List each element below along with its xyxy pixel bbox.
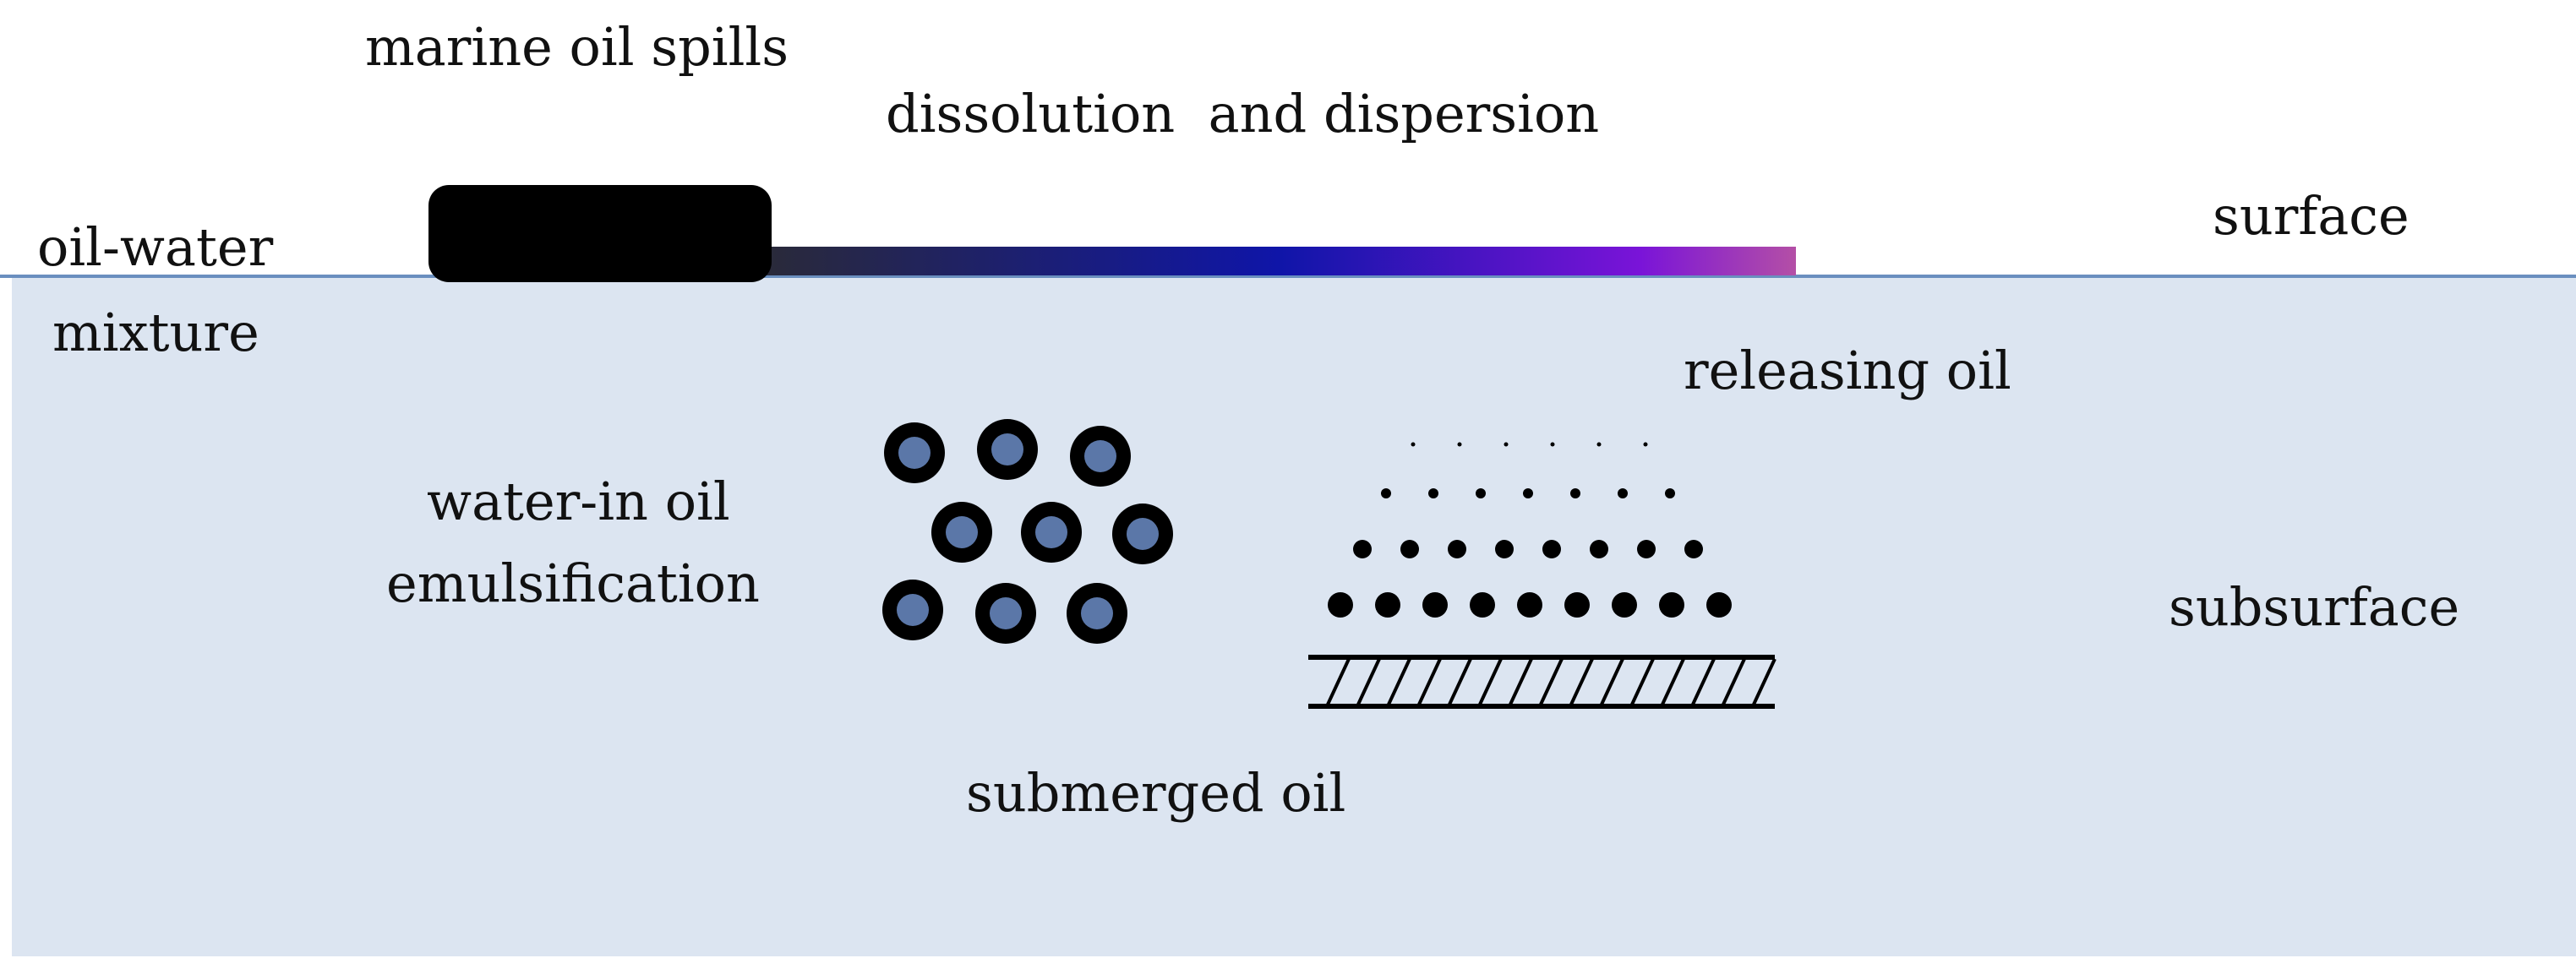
releasing-oil-dot bbox=[1353, 540, 1372, 558]
releasing-oil-dot bbox=[1665, 488, 1675, 498]
releasing-oil-dot bbox=[1523, 488, 1533, 498]
seabed-hatch-mark bbox=[1721, 658, 1746, 707]
label-surface: surface bbox=[2213, 185, 2410, 247]
seabed-hatch-mark bbox=[1599, 658, 1624, 707]
label-water-in-oil: water-in oil bbox=[427, 471, 730, 532]
seabed-hatch-mark bbox=[1356, 658, 1381, 707]
releasing-oil-dot bbox=[1428, 488, 1438, 498]
releasing-oil-dot bbox=[1381, 488, 1391, 498]
emulsion-droplet-core bbox=[1127, 518, 1159, 550]
releasing-oil-dot bbox=[1659, 592, 1684, 618]
water-body bbox=[12, 275, 2576, 956]
releasing-oil-dot bbox=[1448, 540, 1466, 558]
releasing-oil-dot bbox=[1643, 442, 1648, 447]
releasing-oil-dot bbox=[1400, 540, 1419, 558]
releasing-oil-dot bbox=[1706, 592, 1732, 618]
releasing-oil-dot bbox=[1422, 592, 1448, 618]
releasing-oil-dot bbox=[1618, 488, 1628, 498]
label-releasing-oil: releasing oil bbox=[1684, 340, 2011, 401]
releasing-oil-dot bbox=[1684, 540, 1703, 558]
seabed-hatch-mark bbox=[1538, 658, 1564, 707]
releasing-oil-dot bbox=[1596, 442, 1602, 447]
releasing-oil-dot bbox=[1570, 488, 1580, 498]
releasing-oil-dot bbox=[1328, 592, 1353, 618]
label-oil-water: oil-water bbox=[37, 216, 274, 278]
seabed-hatch-mark bbox=[1325, 658, 1351, 707]
seabed-hatch-mark bbox=[1416, 658, 1442, 707]
emulsion-droplet-core bbox=[1081, 597, 1113, 629]
releasing-oil-dot bbox=[1457, 442, 1462, 447]
releasing-oil-dot bbox=[1495, 540, 1514, 558]
seabed-hatch-mark bbox=[1508, 658, 1533, 707]
seabed-hatch-mark bbox=[1477, 658, 1503, 707]
emulsion-droplet-core bbox=[898, 437, 931, 469]
releasing-oil-dots bbox=[1328, 442, 1732, 618]
releasing-oil-dot bbox=[1550, 442, 1555, 447]
label-subsurface: subsurface bbox=[2169, 576, 2459, 638]
emulsion-droplet-core bbox=[1035, 516, 1067, 548]
releasing-oil-dot bbox=[1504, 442, 1509, 447]
releasing-oil-dot bbox=[1612, 592, 1637, 618]
seabed-hatch-mark bbox=[1569, 658, 1594, 707]
emulsion-droplet-core bbox=[897, 594, 929, 626]
oil-slick-icon bbox=[428, 185, 772, 282]
releasing-oil-dot bbox=[1411, 442, 1416, 447]
releasing-oil-dot bbox=[1470, 592, 1495, 618]
seabed-hatch-icon bbox=[1308, 655, 1776, 709]
seabed-hatch-mark bbox=[1690, 658, 1716, 707]
releasing-oil-dot bbox=[1375, 592, 1400, 618]
label-submerged-oil: submerged oil bbox=[966, 762, 1345, 824]
emulsion-droplet-core bbox=[991, 433, 1023, 465]
seabed-hatch-mark bbox=[1629, 658, 1655, 707]
seabed-hatch-mark bbox=[1751, 658, 1776, 707]
releasing-oil-dot bbox=[1637, 540, 1656, 558]
dispersion-gradient-band bbox=[761, 247, 1796, 275]
emulsion-droplet-core bbox=[946, 516, 978, 548]
seabed-hatch-mark bbox=[1660, 658, 1685, 707]
emulsion-droplet-core bbox=[1084, 440, 1116, 472]
emulsion-droplets bbox=[882, 419, 1173, 644]
label-dissolution-and-dispersion: dissolution and dispersion bbox=[886, 83, 1599, 144]
emulsion-droplet-core bbox=[990, 597, 1022, 629]
releasing-oil-dot bbox=[1476, 488, 1486, 498]
releasing-oil-dot bbox=[1542, 540, 1561, 558]
label-marine-oil-spills: marine oil spills bbox=[365, 16, 789, 78]
label-mixture: mixture bbox=[52, 302, 259, 363]
seabed-hatch-mark bbox=[1447, 658, 1472, 707]
releasing-oil-dot bbox=[1590, 540, 1608, 558]
releasing-oil-dot bbox=[1564, 592, 1590, 618]
seabed-hatch-mark bbox=[1386, 658, 1411, 707]
releasing-oil-dot bbox=[1517, 592, 1542, 618]
label-emulsification: emulsification bbox=[386, 553, 760, 614]
